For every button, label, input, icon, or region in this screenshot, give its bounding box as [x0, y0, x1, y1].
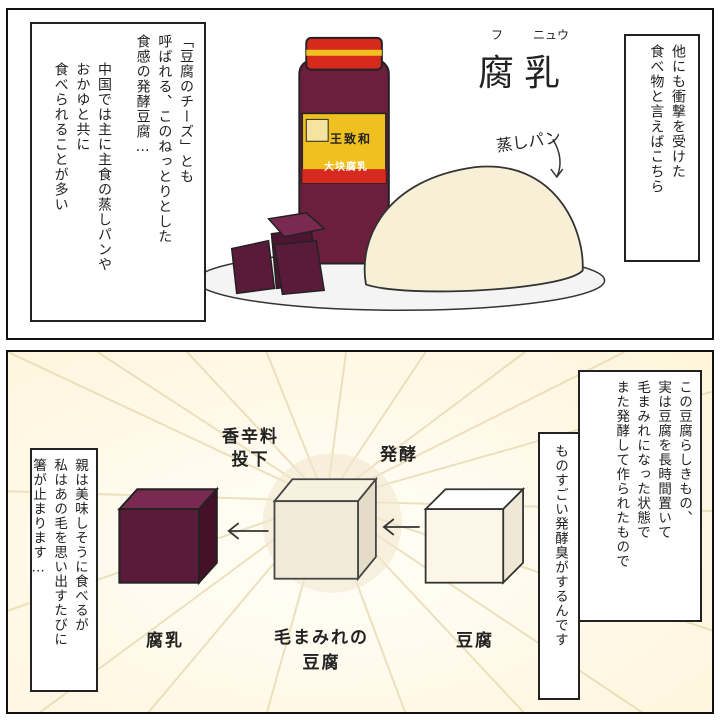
bottom-panel: 香辛料 投下 発酵 腐乳 毛まみれの 豆腐 豆腐 親は美味しそうに食べるが 私は…: [6, 350, 714, 714]
tofu-cube: [423, 487, 526, 585]
narration-box-left: 「豆腐のチーズ」とも 呼ばれる、このねっとりとした 食感の発酵豆腐… 中国では主…: [30, 22, 206, 322]
bottom-narration-right-line-2: 実は豆腐を長時間置いて: [655, 380, 672, 540]
narration-right-line-1: 他にも衝撃を受けた: [670, 44, 686, 179]
bottom-narration-left-line-1: 親は美味しそうに食べるが: [72, 458, 88, 632]
bottom-illustration: [117, 476, 526, 586]
title-furigana-1: フ: [491, 28, 504, 42]
jar-brand: 王致和: [330, 132, 373, 146]
narration-left-line-2: 呼ばれる、このねっとりとした: [156, 34, 173, 244]
bread-pointer: [552, 138, 561, 178]
narration-left-line-1: 「豆腐のチーズ」とも: [178, 34, 194, 184]
title: 腐乳: [478, 53, 571, 94]
narration-middle-line-2: おかゆと共に: [74, 62, 91, 152]
narration-middle-line-1: 中国では主に主食の蒸しパンや: [96, 62, 112, 272]
bottom-narration-left: 親は美味しそうに食べるが 私はあの毛を思い出すたびに 箸が止まります…: [27, 458, 90, 686]
furu-cubes: [230, 212, 326, 296]
step-spice-line-2: 投下: [231, 449, 270, 470]
steamed-bun: [363, 165, 584, 293]
narration-box-right: 他にも衝撃を受けた 食べ物と言えばこちら: [624, 34, 700, 262]
bottom-narration-right: この豆腐らしきもの、 実は豆腐を長時間置いて 毛まみれになった状態で また発酵し…: [610, 380, 694, 616]
narration-right-line-2: 食べ物と言えばこちら: [648, 44, 665, 194]
jar-label: 大块腐乳: [324, 162, 368, 173]
top-panel: 王致和 大块腐乳 フ ニュウ 腐乳 蒸しパン 「豆腐のチーズ」とも 呼ばれる、こ…: [6, 8, 714, 340]
label-furu: 腐乳: [146, 631, 184, 651]
step-ferment: 発酵: [380, 445, 418, 465]
narration-left: 「豆腐のチーズ」とも 呼ばれる、このねっとりとした 食感の発酵豆腐…: [131, 34, 196, 314]
bottom-narration-right-line-1: この豆腐らしきもの、: [676, 380, 692, 525]
narration-right: 他にも衝撃を受けた 食べ物と言えばこちら: [645, 44, 688, 256]
bottom-narration-right-2: ものすごい発酵臭がするんです: [549, 444, 570, 694]
narration-left-line-3: 食感の発酵豆腐…: [134, 34, 151, 156]
bottom-narration-box-left: 親は美味しそうに食べるが 私はあの毛を思い出すたびに 箸が止まります…: [30, 448, 98, 692]
title-furigana-2: ニュウ: [533, 28, 570, 42]
step-spice-line-1: 香辛料: [222, 427, 279, 447]
bottom-narration-box-right-2: ものすごい発酵臭がするんです: [538, 432, 580, 700]
bottom-narration-right-line-4: また発酵して作られたもので: [613, 380, 630, 569]
furu-cube: [117, 486, 220, 586]
moldy-tofu-cube: [272, 476, 378, 582]
bottom-narration-box-right: この豆腐らしきもの、 実は豆腐を長時間置いて 毛まみれになった状態で また発酵し…: [578, 370, 702, 622]
top-illustration: [196, 36, 606, 312]
bottom-narration-right-line-3: 毛まみれになった状態で: [634, 380, 651, 540]
label-moldy-line-2: 豆腐: [302, 652, 341, 673]
bottom-narration-left-line-3: 箸が止まります…: [30, 458, 47, 577]
narration-middle-line-3: 食べられることが多い: [52, 62, 69, 212]
label-tofu: 豆腐: [456, 631, 494, 651]
label-moldy-tofu: 毛まみれの 豆腐: [274, 626, 369, 675]
step-spice: 香辛料 投下: [222, 426, 279, 472]
furu-jar: [298, 36, 390, 265]
bottom-narration-left-line-2: 私はあの毛を思い出すたびに: [51, 458, 68, 647]
bottom-narration-right-2-line-1: ものすごい発酵臭がするんです: [552, 444, 568, 647]
label-moldy-line-1: 毛まみれの: [274, 628, 369, 648]
narration-middle: 中国では主に主食の蒸しパンや おかゆと共に 食べられることが多い: [49, 62, 114, 312]
